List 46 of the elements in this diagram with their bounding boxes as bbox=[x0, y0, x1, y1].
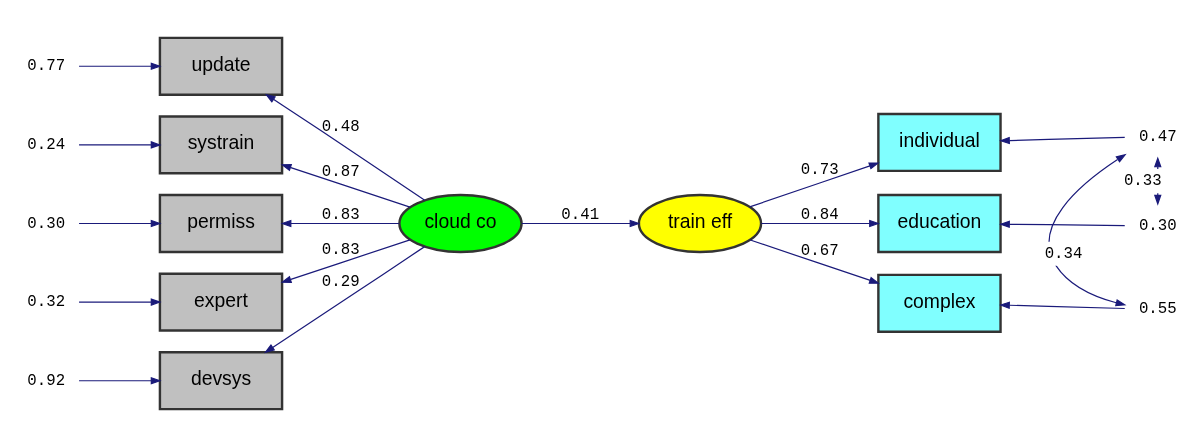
node-box: education bbox=[877, 193, 1002, 254]
edge-label: 0.48 bbox=[321, 117, 360, 136]
arrow bbox=[521, 219, 641, 228]
node-box: systrain bbox=[158, 115, 284, 175]
arrow bbox=[998, 301, 1126, 310]
node-box: permiss bbox=[158, 193, 284, 254]
node-box: individual bbox=[877, 112, 1002, 173]
node-ellipse: cloud co bbox=[398, 193, 523, 254]
arrow bbox=[998, 136, 1126, 145]
node-ellipse: train eff bbox=[637, 193, 763, 254]
arrow bbox=[998, 220, 1126, 229]
edge-label: 0.34 bbox=[1044, 244, 1083, 263]
node-box: devsys bbox=[158, 351, 284, 411]
edge-label: 0.84 bbox=[800, 206, 839, 225]
edge-label: 0.29 bbox=[321, 272, 360, 291]
arrow bbox=[78, 219, 162, 228]
edge-label: 0.87 bbox=[321, 162, 360, 181]
edge-label: 0.83 bbox=[321, 206, 360, 225]
node-text: 0.77 bbox=[27, 57, 66, 76]
edge-label: 0.33 bbox=[1123, 172, 1162, 191]
arrow bbox=[280, 219, 400, 228]
arrow bbox=[78, 141, 162, 149]
node-text: 0.30 bbox=[1138, 217, 1177, 236]
edge-label: 0.41 bbox=[561, 206, 600, 225]
node-text: 0.24 bbox=[27, 135, 66, 154]
node-text: 0.32 bbox=[27, 293, 66, 312]
arrow bbox=[280, 164, 411, 208]
edge-label: 0.73 bbox=[800, 161, 839, 180]
node-text: 0.47 bbox=[1138, 127, 1177, 146]
node-text: 0.92 bbox=[27, 371, 66, 390]
arrow bbox=[280, 239, 411, 283]
node-box: expert bbox=[158, 272, 284, 332]
node-box: update bbox=[158, 36, 284, 96]
node-text: 0.30 bbox=[27, 214, 66, 233]
node-text: 0.55 bbox=[1138, 300, 1177, 319]
arrow bbox=[78, 298, 162, 306]
node-box: complex bbox=[877, 273, 1002, 333]
edge-label: 0.67 bbox=[800, 242, 839, 261]
arrow bbox=[749, 162, 880, 208]
arrow bbox=[760, 219, 880, 228]
arrow bbox=[264, 246, 426, 354]
arrow bbox=[78, 62, 162, 71]
arrow bbox=[264, 93, 426, 201]
edge-label: 0.83 bbox=[321, 241, 360, 260]
arrow bbox=[78, 376, 162, 385]
arrow bbox=[749, 239, 880, 284]
